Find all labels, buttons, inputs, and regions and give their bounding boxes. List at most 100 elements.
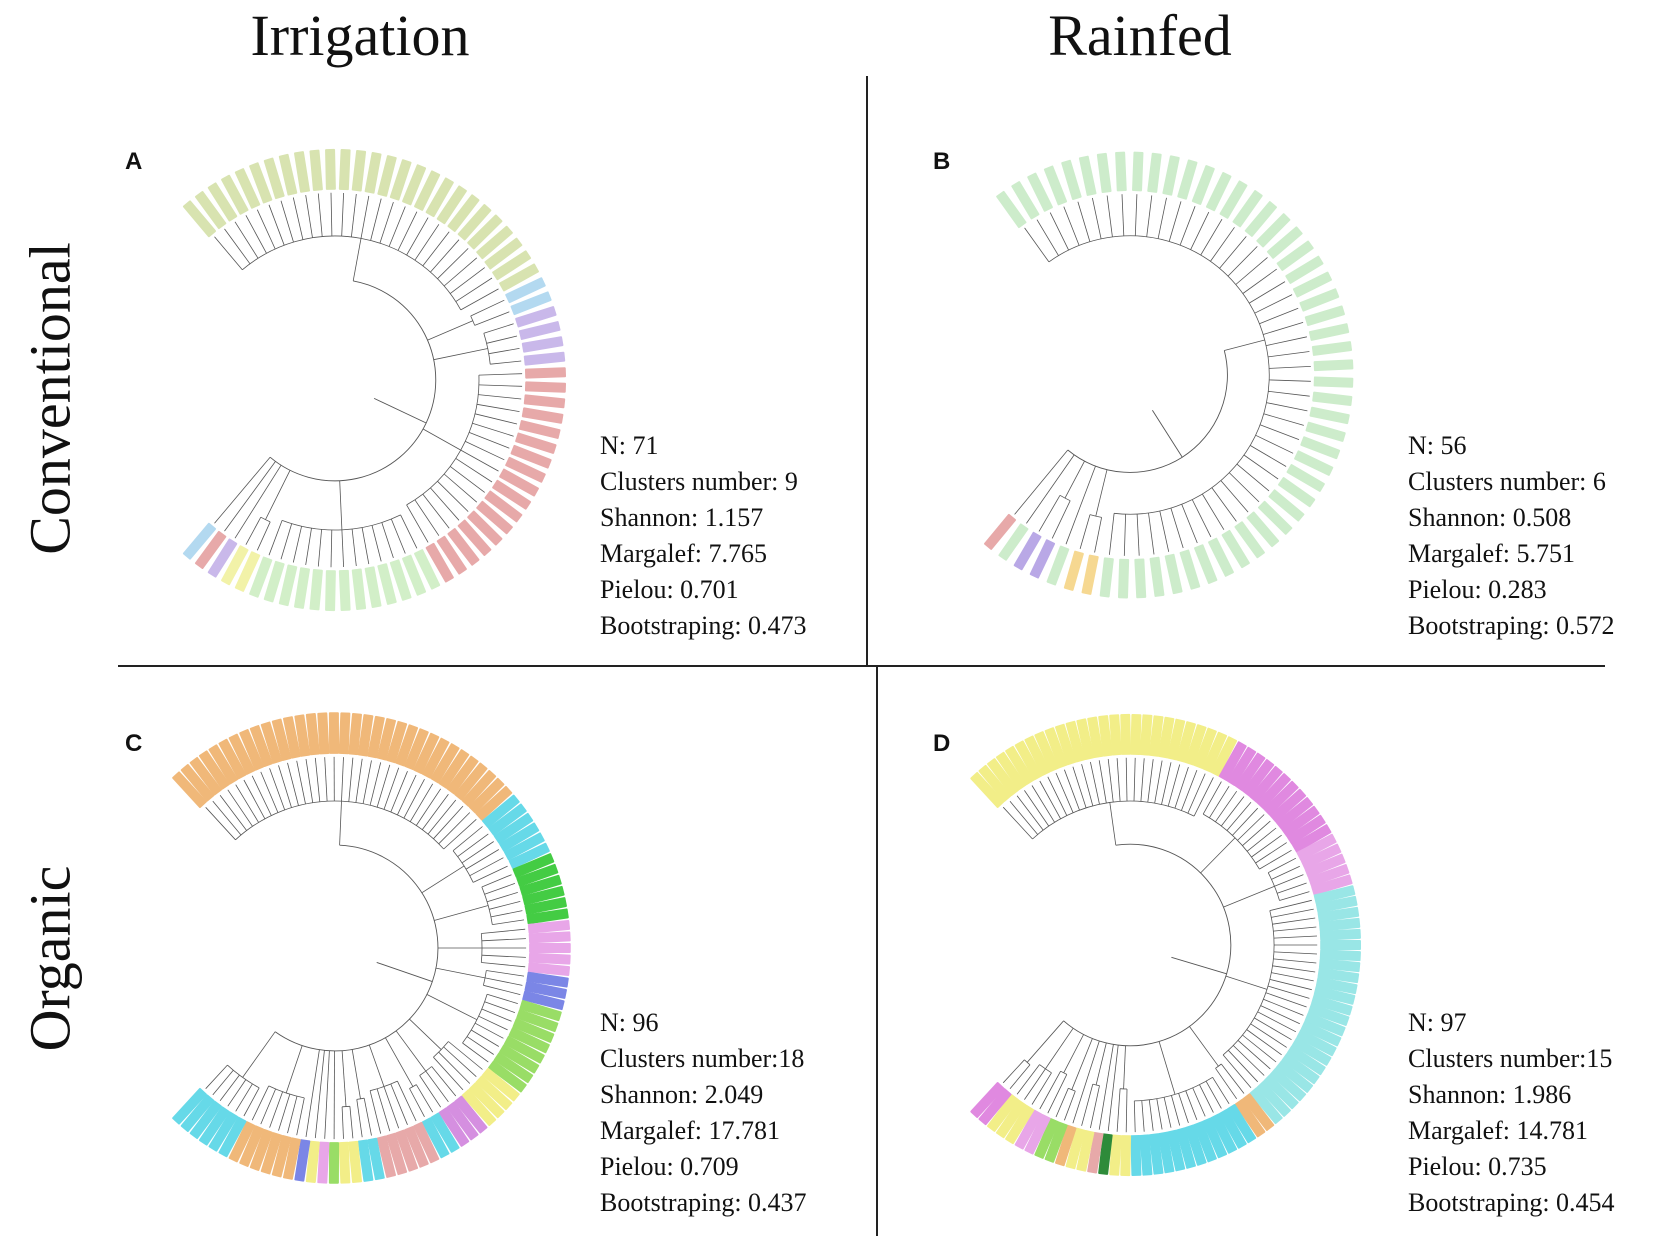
horizontal-divider	[118, 665, 1605, 667]
leaf-branch	[376, 764, 391, 808]
leaf-branch	[486, 892, 518, 903]
leaf-branch	[422, 493, 450, 529]
leaf-label	[1286, 464, 1325, 492]
leaf-branch	[438, 1051, 471, 1084]
leaf-branch	[1251, 834, 1282, 858]
leaf-label	[249, 1128, 273, 1171]
leaf-label	[1029, 539, 1056, 579]
leaf-branch	[1051, 500, 1071, 539]
leaf-branch	[212, 1069, 234, 1096]
leaf-branch	[1031, 1072, 1052, 1105]
leaf-label	[1120, 1135, 1132, 1177]
leaf-label	[271, 718, 292, 762]
cluster-stem	[385, 1037, 414, 1087]
leaf-label	[294, 151, 310, 193]
leaf-branch	[1201, 493, 1225, 530]
leaf-branch	[341, 192, 344, 237]
leaf-label	[1219, 180, 1248, 219]
cluster	[1130, 1041, 1257, 1176]
leaf-label	[523, 394, 566, 409]
leaf-branch	[1272, 965, 1316, 973]
leaf-label	[1291, 824, 1332, 853]
leaf-branch	[1246, 1029, 1282, 1056]
leaf-branch	[1090, 1085, 1100, 1129]
leaf-branch	[243, 1087, 260, 1117]
cluster-arc	[1267, 872, 1280, 901]
leaf-label	[357, 1139, 374, 1182]
leaf-branch	[381, 522, 394, 559]
leaf-label	[404, 728, 429, 770]
leaf-branch	[433, 1056, 464, 1091]
leaf-branch	[379, 201, 394, 244]
leaf-label	[1044, 727, 1068, 769]
cluster	[1222, 885, 1361, 1125]
leaf-branch	[369, 1090, 382, 1134]
leaf-label	[512, 853, 555, 878]
leaf-branch	[1024, 790, 1050, 827]
leaf-label	[493, 812, 534, 844]
leaf-branch	[1226, 801, 1252, 831]
leaf-label	[1027, 172, 1053, 212]
leaf-branch	[305, 759, 314, 803]
leaf-branch	[466, 1036, 494, 1055]
leaf-branch	[1271, 972, 1314, 982]
leaf-label	[499, 263, 539, 292]
leaf-branch	[1255, 434, 1294, 454]
cluster-arc	[409, 1084, 417, 1089]
cluster	[1046, 465, 1096, 586]
leaf-label	[404, 1126, 429, 1168]
leaf-branch	[1055, 1088, 1069, 1118]
leaf-label	[1081, 554, 1099, 595]
leaf-label	[482, 1067, 520, 1102]
leaf-label	[1312, 391, 1353, 406]
leaf-label	[1300, 436, 1341, 460]
leaf-label	[1311, 874, 1353, 896]
leaf-label	[499, 1044, 540, 1074]
leaf-branch	[1141, 1100, 1145, 1132]
leaf-branch	[1146, 195, 1153, 237]
cluster-arc	[281, 514, 401, 531]
cluster-arc	[1089, 514, 1102, 518]
leaf-branch	[443, 257, 478, 287]
cluster	[1109, 1045, 1132, 1177]
stat-margalef: Margalef: 14.781	[1408, 1116, 1589, 1145]
cluster-arc	[1203, 813, 1260, 870]
leaf-branch	[268, 204, 285, 246]
leaf-branch	[219, 1074, 240, 1101]
leaf-label	[1179, 549, 1201, 590]
leaf-branch	[1193, 777, 1214, 817]
leaf-branch	[1167, 764, 1181, 807]
leaf-branch	[1047, 1074, 1068, 1114]
stats-panel-a: N: 71 Clusters number: 9 Shannon: 1.157 …	[600, 428, 807, 644]
leaf-branch	[1092, 197, 1102, 239]
leaf-label	[338, 569, 351, 611]
cluster-stem	[426, 994, 478, 1021]
leaf-label	[1046, 545, 1070, 586]
leaf-label	[1286, 814, 1326, 845]
leaf-branch	[351, 528, 357, 567]
leaf-branch	[1064, 1090, 1076, 1121]
cluster-stem	[339, 480, 343, 530]
cluster-stem	[1095, 469, 1108, 517]
stat-bootstraping: Bootstraping: 0.437	[600, 1188, 807, 1217]
leaf-label	[1226, 746, 1257, 786]
stats-panel-d: N: 97 Clusters number:15 Shannon: 1.986 …	[1408, 1005, 1615, 1221]
leaf-branch	[1215, 790, 1238, 822]
cluster-stem	[1200, 837, 1236, 874]
cluster-stem	[1158, 1041, 1176, 1095]
leaf-label	[1208, 537, 1234, 577]
leaf-label	[987, 1094, 1019, 1132]
leaf-branch	[1159, 510, 1170, 552]
cluster	[406, 367, 567, 583]
leaf-branch	[472, 422, 514, 437]
leaf-branch	[1272, 917, 1316, 925]
leaf-branch	[305, 528, 312, 565]
leaf-label	[294, 714, 311, 757]
leaf-branch	[1267, 351, 1310, 358]
leaf-branch	[351, 193, 357, 237]
cluster-stem	[433, 905, 489, 921]
leaf-label	[1024, 735, 1051, 776]
leaf-branch	[280, 200, 294, 243]
leaf-label	[194, 191, 227, 230]
